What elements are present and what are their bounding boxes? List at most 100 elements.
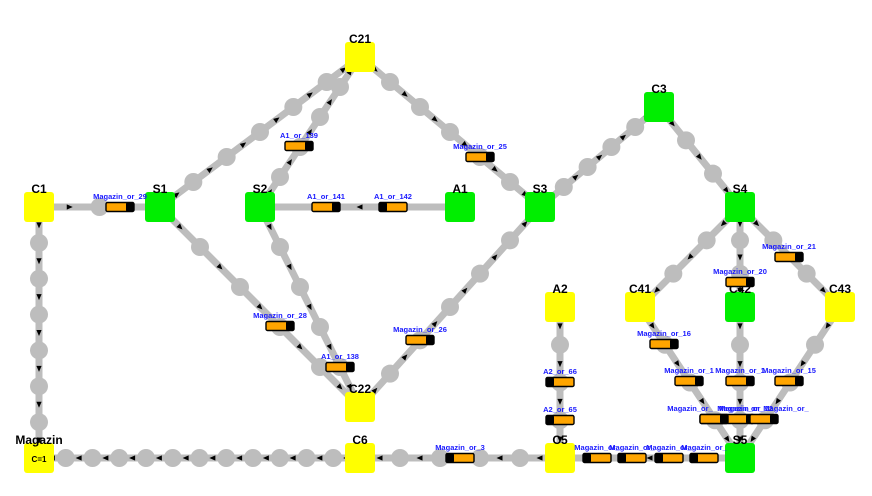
car-label: Magazin_or_ xyxy=(681,443,727,452)
track-bead xyxy=(30,341,48,360)
car-magazin-or-12-17[interactable]: Magazin_or_12 xyxy=(699,404,773,425)
car-a1-or-139-1[interactable]: A1_or_139 xyxy=(280,131,318,152)
station-square xyxy=(525,192,555,222)
direction-arrow-icon xyxy=(557,398,563,405)
car-magazin-or-23[interactable]: Magazin_or_ xyxy=(646,443,693,464)
track-bead xyxy=(231,278,249,296)
track-bead xyxy=(806,335,824,354)
node-a2[interactable]: A2 xyxy=(545,282,575,322)
car-coupler xyxy=(126,202,134,212)
car-a1-or-141-2[interactable]: A1_or_141 xyxy=(307,192,345,213)
node-a1[interactable]: A1 xyxy=(445,182,475,222)
car-magazin-or-22[interactable]: Magazin_or_ xyxy=(609,443,656,464)
car-label: Magazin_or_ xyxy=(763,404,809,413)
direction-arrow-icon xyxy=(646,455,653,461)
car-magazin-or-16-10[interactable]: Magazin_or_16 xyxy=(637,329,691,350)
node-c41[interactable]: C41 xyxy=(625,282,655,322)
direction-arrow-icon xyxy=(557,436,563,443)
node-s3[interactable]: S3 xyxy=(525,182,555,222)
car-magazin-or-29-0[interactable]: Magazin_or_29 xyxy=(93,192,147,213)
car-magazin-or-28-5[interactable]: Magazin_or_28 xyxy=(253,311,307,332)
car-coupler xyxy=(346,362,354,372)
direction-arrow-icon xyxy=(306,129,312,136)
node-label: C21 xyxy=(349,32,371,46)
node-c22[interactable]: C22 xyxy=(345,382,375,422)
node-label: A2 xyxy=(552,282,568,296)
car-a1-or-138-6[interactable]: A1_or_138 xyxy=(321,352,359,373)
direction-arrow-icon xyxy=(209,455,216,461)
direction-arrow-icon xyxy=(66,204,73,210)
car-a2-or-65-19[interactable]: A2_or_65 xyxy=(543,405,577,426)
track-bead xyxy=(311,108,329,126)
car-magazin-or-1-11[interactable]: Magazin_or_1 xyxy=(664,366,714,387)
node-s1[interactable]: S1 xyxy=(145,182,175,222)
direction-arrow-icon xyxy=(36,401,42,408)
car-label: Magazin_or_15 xyxy=(762,366,816,375)
car-magazin-or-16[interactable]: Magazin_or_ xyxy=(749,404,810,425)
node-c6[interactable]: C6 xyxy=(345,433,375,473)
direction-arrow-icon xyxy=(129,455,136,461)
track-bead xyxy=(501,173,519,191)
car-magazin-or-3-20[interactable]: Magazin_or_3 xyxy=(435,443,485,464)
track-bead xyxy=(664,264,683,283)
track-bead xyxy=(554,178,573,196)
car-magazin-or-25-4[interactable]: Magazin_or_25 xyxy=(453,142,507,163)
track-bead xyxy=(190,449,209,467)
direction-arrow-icon xyxy=(753,220,760,227)
car-coupler xyxy=(746,277,754,287)
direction-arrow-icon xyxy=(775,397,782,405)
direction-arrow-icon xyxy=(800,360,807,367)
car-magazin-or-20-9[interactable]: Magazin_or_20 xyxy=(713,267,767,288)
direction-arrow-icon xyxy=(737,436,743,443)
car-magazin-or-21-8[interactable]: Magazin_or_21 xyxy=(762,242,816,263)
track-bead xyxy=(411,98,429,116)
track-bead xyxy=(501,231,519,250)
car-a2-or-66-18[interactable]: A2_or_66 xyxy=(543,367,577,388)
direction-arrow-icon xyxy=(431,321,438,328)
node-c21[interactable]: C21 xyxy=(345,32,375,72)
car-magazin-or-1-12[interactable]: Magazin_or_1 xyxy=(715,366,765,387)
car-coupler xyxy=(618,453,626,463)
direction-arrow-icon xyxy=(36,258,42,265)
node-s2[interactable]: S2 xyxy=(245,182,275,222)
node-s4[interactable]: S4 xyxy=(725,182,755,222)
node-label: S1 xyxy=(153,182,168,196)
track-bead xyxy=(381,364,399,383)
station-square xyxy=(725,292,755,322)
node-label: S2 xyxy=(253,182,268,196)
car-coupler xyxy=(746,376,754,386)
junction-square xyxy=(345,42,375,72)
direction-arrow-icon xyxy=(737,287,743,294)
node-c3[interactable]: C3 xyxy=(644,82,674,122)
direction-arrow-icon xyxy=(723,435,730,443)
node-c5[interactable]: C5 xyxy=(545,433,575,473)
track-bead xyxy=(30,413,48,432)
car-label: A1_or_141 xyxy=(307,192,345,201)
node-c1[interactable]: C1 xyxy=(24,182,54,222)
car-a1-or-142-3[interactable]: A1_or_142 xyxy=(374,192,412,213)
direction-arrow-icon xyxy=(720,220,727,227)
node-s5[interactable]: S5 xyxy=(725,433,755,473)
track-bead xyxy=(704,164,722,183)
car-label: A1_or_142 xyxy=(374,192,412,201)
node-c42[interactable]: C42 xyxy=(725,282,755,322)
car-coupler xyxy=(486,152,494,162)
node-label: C5 xyxy=(552,433,568,447)
car-magazin-or-26-7[interactable]: Magazin_or_26 xyxy=(393,325,447,346)
direction-arrow-icon xyxy=(339,67,347,74)
car-magazin-or-15-13[interactable]: Magazin_or_15 xyxy=(762,366,816,387)
direction-arrow-icon xyxy=(306,303,312,311)
car-magazin-or-24[interactable]: Magazin_or_ xyxy=(681,443,728,464)
car-label: Magazin_or_1 xyxy=(715,366,765,375)
node-c43[interactable]: C43 xyxy=(825,282,855,322)
junction-square xyxy=(625,292,655,322)
node-label: S4 xyxy=(733,182,748,196)
track-bead xyxy=(471,264,489,283)
car-magazin-or-21[interactable]: Magazin_or_ xyxy=(574,443,621,464)
car-label: A2_or_65 xyxy=(543,405,577,414)
direction-arrow-icon xyxy=(557,361,563,368)
direction-arrow-icon xyxy=(182,455,189,461)
track-bead xyxy=(626,118,645,136)
